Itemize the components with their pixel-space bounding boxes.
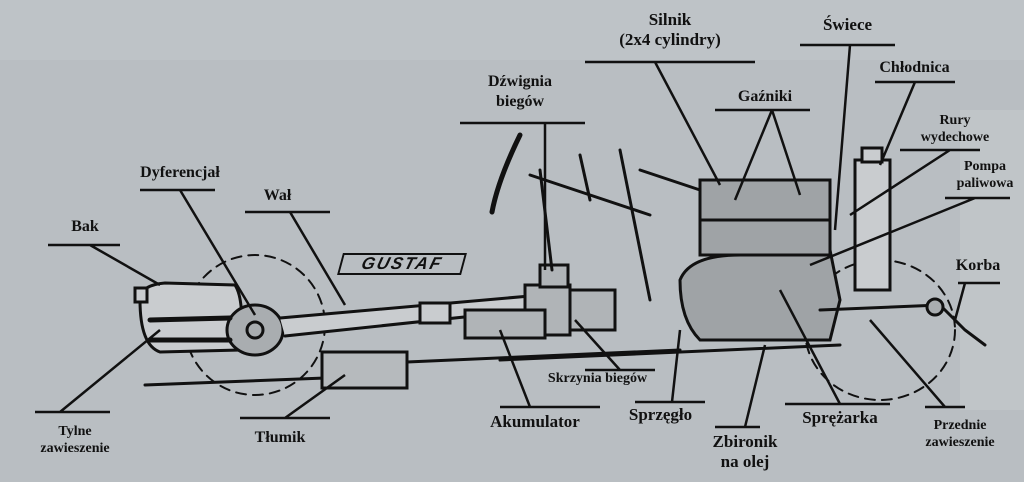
frame bbox=[498, 343, 842, 362]
engine bbox=[578, 148, 842, 342]
label-rury-line2: wydechowe bbox=[920, 130, 990, 145]
label-chlodnica: Chłodnica bbox=[879, 59, 950, 76]
label-pompa-line1: Pompa bbox=[964, 159, 1006, 174]
label-tylne-line1: Tylne bbox=[58, 424, 92, 439]
differential bbox=[147, 303, 285, 357]
label-tylne: Tylne zawieszenie bbox=[30, 423, 120, 457]
front-axle bbox=[818, 297, 987, 347]
label-tylne-line2: zawieszenie bbox=[40, 441, 110, 456]
label-dzwignia-line1: Dźwignia bbox=[488, 73, 552, 90]
label-gazniki: Gaźniki bbox=[737, 88, 793, 105]
logo-gustaf: GUSTAF bbox=[337, 253, 467, 275]
label-zbiornik-line1: Zbironik bbox=[712, 432, 778, 451]
label-sprezarka: Sprężarka bbox=[802, 408, 878, 427]
radiator bbox=[853, 146, 892, 292]
label-skrzynia: Skrzynia biegów bbox=[547, 371, 648, 386]
label-przednie: Przednie zawieszenie bbox=[910, 417, 1010, 451]
label-silnik-line1: Silnik bbox=[648, 10, 692, 29]
label-pompa-line2: paliwowa bbox=[956, 176, 1014, 191]
label-swiece: Świece bbox=[822, 15, 873, 34]
label-korba: Korba bbox=[955, 257, 1001, 274]
label-rury: Rury wydechowe bbox=[900, 112, 1010, 146]
label-pompa: Pompa paliwowa bbox=[950, 158, 1020, 192]
label-dzwignia-line2: biegów bbox=[496, 93, 544, 110]
label-silnik-line2: (2x4 cylindry) bbox=[619, 30, 721, 49]
label-tlumik: Tłumik bbox=[254, 429, 306, 446]
label-sprzeglo: Sprzęgło bbox=[628, 405, 693, 424]
label-wal: Wał bbox=[263, 187, 292, 204]
label-bak: Bak bbox=[71, 218, 99, 235]
gearbox bbox=[463, 263, 617, 340]
label-dzwignia: Dźwignia biegów bbox=[470, 72, 570, 112]
label-zbiornik-line2: na olej bbox=[720, 452, 770, 471]
label-rury-line1: Rury bbox=[939, 113, 971, 128]
label-dyferencjal: Dyferencjał bbox=[140, 164, 220, 181]
label-przednie-line1: Przednie bbox=[933, 418, 987, 433]
label-zbiornik: Zbironik na olej bbox=[695, 432, 795, 472]
label-przednie-line2: zawieszenie bbox=[925, 435, 995, 450]
label-silnik: Silnik (2x4 cylindry) bbox=[585, 10, 755, 50]
label-akumulator: Akumulator bbox=[490, 412, 580, 431]
